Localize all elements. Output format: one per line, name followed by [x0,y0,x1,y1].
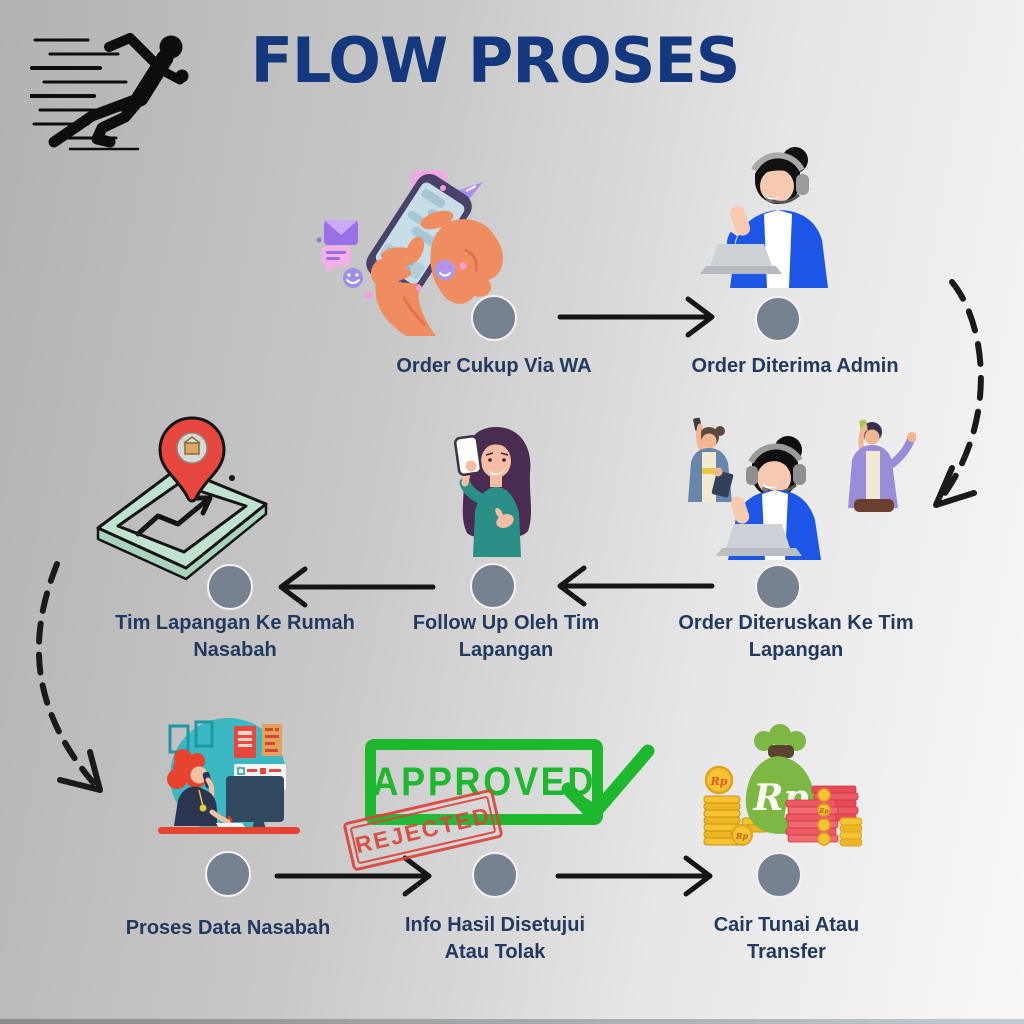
desk [158,827,300,834]
approved-text: APPROVED [372,759,596,804]
running-man-icon [30,33,189,151]
result-stamps: APPROVED REJECTED [342,733,658,888]
step-label-order-admin: Order Diterima Admin [691,355,899,377]
coin-icon [704,765,734,795]
smiley-icon [343,268,363,288]
heart-eyes-icon [435,260,455,280]
node-order-team [755,564,801,610]
approved-stamp: APPROVED [365,739,603,825]
tablet-icon [711,470,734,498]
node-result-info [472,852,518,898]
node-order-wa [471,295,517,341]
svg-text:Rp: Rp [818,808,829,815]
banknote-stack: Rp [785,785,859,846]
map-location-illustration [96,416,268,581]
svg-text:Rp: Rp [735,831,749,841]
step-label-result-info: Info Hasil Disetujui Atau Tolak [404,914,586,963]
step-label-visit-home: Tim Lapangan Ke Rumah Nasabah [115,612,355,661]
laptop-icon [710,244,772,266]
headset-band [751,152,805,172]
page-title: FLOW PROSES [250,24,741,97]
hands [371,210,503,336]
coin-icon [731,824,753,846]
whatsapp-chat-illustration [316,170,503,336]
svg-text:Rp: Rp [710,775,728,788]
dashed-arrow-row1-to-row2 [937,279,984,503]
coin-stack-right [839,817,862,847]
process-data-illustration [158,718,300,834]
node-follow-up [470,563,516,609]
bottom-border [0,1019,1024,1024]
message-bubble-icon [321,246,351,266]
dashed-arrow-row2-to-row3 [36,561,99,789]
team-member-right [848,419,916,512]
step-label-process-data: Proses Data Nasabah [125,917,331,939]
step-label-order-team: Order Diteruskan Ke Tim Lapangan [678,612,914,661]
node-cash-transfer [756,852,802,898]
follow-up-illustration [453,427,532,557]
node-order-admin [755,296,801,342]
team-member-center [716,436,821,560]
headset-earcup [796,174,809,195]
node-visit-home [207,564,253,610]
step-label-order-wa: Order Cukup Via WA [396,355,592,377]
checkmark-icon [561,744,655,822]
house-icon [184,442,200,455]
worker-woman [167,749,246,829]
map-phone-frame [96,466,268,570]
team-member-left [688,417,734,502]
document-red [234,726,256,758]
field-team-illustration [688,417,916,560]
step-label-cash-transfer: Cair Tunai Atau Transfer [713,914,860,963]
node-process-data [205,851,251,897]
monitor-icon [226,776,284,822]
document-tan [262,724,282,756]
step-label-follow-up: Follow Up Oleh Tim Lapangan [412,612,600,661]
admin-headset-illustration [700,147,828,288]
money-illustration: Rp Rp Rp [703,724,862,847]
